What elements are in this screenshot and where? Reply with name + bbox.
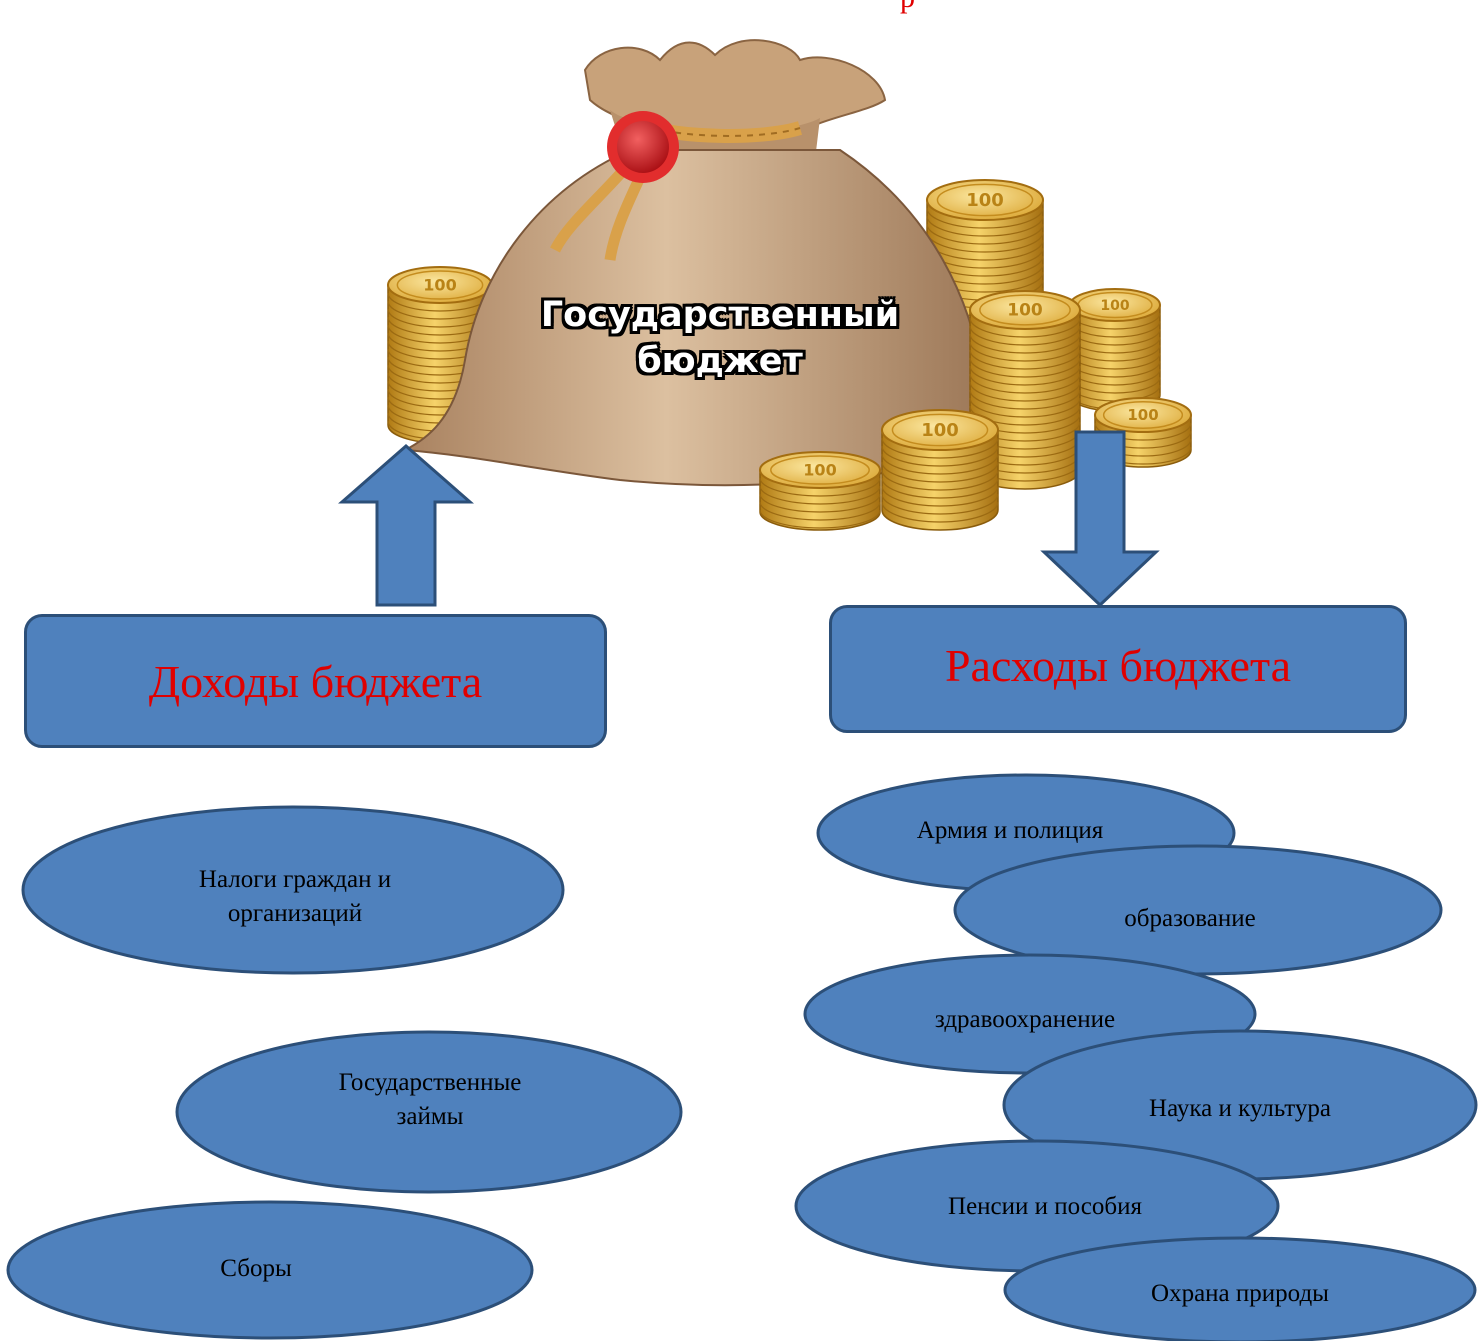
coin-marking: 100 — [1100, 298, 1129, 314]
expense-item-label: образование — [1124, 905, 1256, 932]
income-item-ellipse — [175, 1030, 683, 1194]
bag-label: Государственный бюджет — [480, 292, 960, 384]
expense-item-ellipse — [1003, 1236, 1477, 1341]
coin-marking: 100 — [423, 275, 456, 294]
income-item-ellipse — [6, 1200, 534, 1340]
expense-heading-box: Расходы бюджета — [829, 605, 1407, 733]
coin-marking: 100 — [1007, 301, 1043, 321]
bag-label-line1: Государственный — [540, 295, 900, 335]
coin-marking: 100 — [921, 420, 959, 441]
income-item-label: Государственные займы — [338, 1069, 522, 1130]
coin-marking: 100 — [803, 460, 836, 479]
expense-heading: Расходы бюджета — [944, 639, 1292, 691]
income-arrow-up — [338, 444, 474, 607]
coin-stack-front-small: 100 — [759, 451, 881, 531]
income-item-ellipse — [21, 805, 565, 975]
expense-item-label: Наука и культура — [1149, 1095, 1331, 1122]
income-heading-box: Доходы бюджета — [24, 614, 607, 748]
bag-label-line2: бюджет — [637, 341, 803, 381]
expense-item-label: Армия и полиция — [916, 817, 1104, 844]
coin-stack-far-right: 100 — [1069, 288, 1161, 412]
expense-item-label: Охрана природы — [1151, 1280, 1329, 1307]
expense-item-label: здравоохранение — [934, 1006, 1116, 1033]
coin-stack-front-left: 100 — [881, 409, 999, 531]
income-heading: Доходы бюджета — [148, 655, 483, 707]
coin-stack-right-small: 100 — [1094, 397, 1192, 468]
expense-item-label: Пенсии и пособия — [948, 1193, 1142, 1220]
money-bag-icon — [401, 39, 987, 487]
income-item-label: Налоги граждан и организаций — [198, 866, 392, 927]
coin-marking: 100 — [966, 190, 1004, 211]
income-item-label: Сборы — [220, 1255, 292, 1282]
title-fragment: р — [900, 0, 960, 18]
coin-marking: 100 — [1127, 406, 1158, 424]
expense-arrow-down — [1040, 430, 1160, 608]
